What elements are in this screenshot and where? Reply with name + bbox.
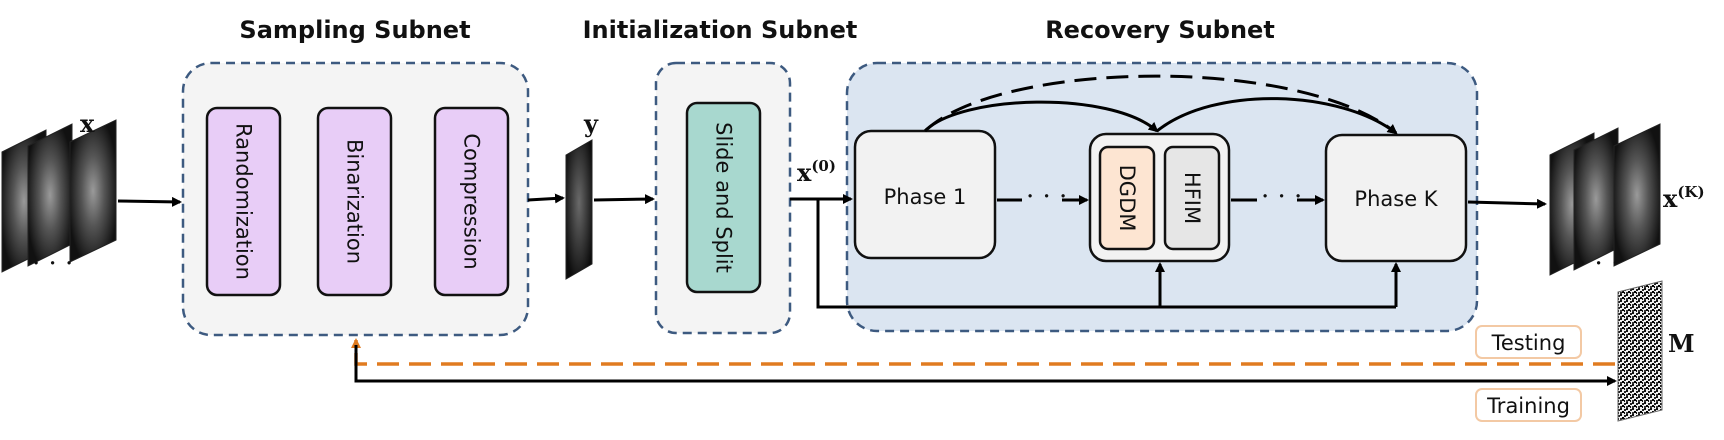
testing-label-box: [1475, 325, 1582, 359]
training-label-box: [1475, 388, 1582, 422]
skip-phase1-to-phase-k-dashed: [923, 74, 1398, 135]
initialization-subnet-title: Initialization Subnet: [583, 16, 858, 44]
symbol-m: M: [1668, 329, 1695, 358]
symbol-x: x: [80, 109, 95, 138]
phase-ellipsis-2: · · ·: [1261, 182, 1302, 212]
output-image-stack: [1549, 123, 1661, 276]
hfim-block: [1163, 145, 1221, 251]
binarization-block: [316, 106, 393, 297]
measurement-image: [565, 139, 593, 280]
symbol-x0: x(0): [797, 157, 836, 187]
symbol-y: y: [583, 109, 599, 138]
dgdm-label: DGDM: [1115, 165, 1139, 232]
input-image-stack: [1, 119, 117, 273]
testing-label: Testing: [1491, 331, 1566, 355]
compression-block: [433, 106, 510, 297]
randomization-label: Randomization: [232, 123, 256, 280]
sampling-subnet-title: Sampling Subnet: [239, 16, 470, 44]
training-label: Training: [1486, 394, 1570, 418]
testing-dashed-path: [351, 338, 1615, 366]
skip-phase1-to-middle: [923, 100, 1159, 133]
hfim-label: HFIM: [1180, 172, 1204, 224]
randomization-block: [205, 106, 282, 297]
recovery-subnet-title: Recovery Subnet: [1045, 16, 1275, 44]
phase-1-label: Phase 1: [884, 185, 967, 209]
arrow-sampling-to-y: [527, 193, 565, 204]
dgdm-block: [1098, 145, 1156, 251]
slide-and-split-label: Slide and Split: [712, 122, 736, 273]
compression-label: Compression: [460, 133, 484, 269]
arrow-to-output: [1467, 198, 1547, 209]
arrow-input-to-sampling: [117, 196, 182, 207]
phase-ellipsis-1: · · ·: [1026, 182, 1067, 212]
input-ellipsis: · · ·: [32, 249, 73, 279]
training-solid-path: [354, 345, 1617, 386]
sensing-matrix-image: [1617, 280, 1663, 422]
binarization-label: Binarization: [343, 139, 367, 264]
phase-k-block: [1324, 133, 1468, 263]
symbol-xK: x(K): [1663, 183, 1705, 213]
output-ellipsis: · · ·: [1578, 249, 1619, 279]
x0-feed-line: [816, 199, 1396, 309]
phase-k-label: Phase K: [1354, 187, 1438, 211]
arrow-y-to-initialization: [593, 194, 655, 205]
slide-and-split-block: [685, 101, 762, 294]
